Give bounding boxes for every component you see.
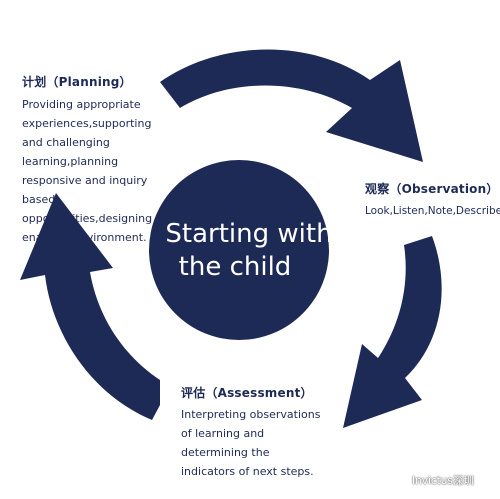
watermark: Invictus深圳 [392,473,474,488]
center-text-line2: the child [179,252,292,282]
center-text-line1: Starting with [165,219,332,249]
observation-title: 观察（Observation） [365,182,499,196]
wechat-icon [392,474,408,487]
planning-title: 计划（Planning） [22,75,132,89]
observation-block: 观察（Observation） Look,Listen,Note,Describ… [365,180,500,221]
assessment-description: Interpreting observations of learning an… [181,408,321,478]
center-circle [149,160,329,340]
cycle-arrow-assessment-to-planning [20,193,160,420]
assessment-title: 评估（Assessment） [181,386,313,400]
watermark-text: Invictus深圳 [412,475,474,487]
observation-description: Look,Listen,Note,Describe [365,205,500,217]
planning-block: 计划（Planning） Providing appropriate exper… [22,73,172,247]
cycle-arrow-planning-to-observation [160,49,423,162]
planning-description: Providing appropriate experiences,suppor… [22,98,153,244]
assessment-block: 评估（Assessment） Interpreting observations… [181,384,321,481]
cycle-arrow-observation-to-assessment [343,236,442,428]
